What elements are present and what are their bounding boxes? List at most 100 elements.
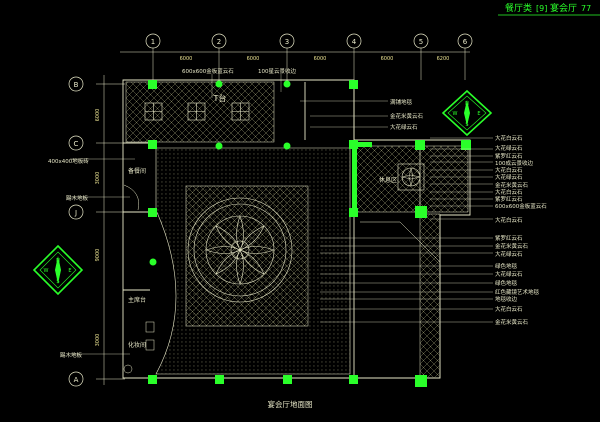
grid-label: 6 — [463, 38, 468, 46]
sink-fixture — [145, 321, 155, 333]
annotation-text: 大花绿云石 — [495, 270, 523, 278]
host-stage-label: 主席台 — [128, 296, 146, 304]
grid-bubble — [413, 33, 429, 49]
header-label-2: [9] — [536, 4, 547, 13]
annotation-text: 踢木地板 — [66, 194, 89, 202]
dimension-text: 6000 — [314, 56, 327, 62]
drawing-caption: 宴会厅地面图 — [268, 399, 313, 409]
rest-area-star — [401, 167, 421, 187]
header-label-4: 77 — [581, 4, 591, 13]
annotation-text: 大花白云石 — [495, 188, 523, 196]
grid-bubble — [457, 33, 473, 49]
compass-rose-icon: N W E S — [441, 89, 493, 137]
annotation-text: 大花绿云石 — [495, 250, 523, 258]
header-label-3: 宴会厅 — [550, 2, 577, 14]
annotation-text: 紫罗红云石 — [495, 234, 523, 242]
annotation-text: 金花米黄云石 — [495, 318, 529, 326]
dimension-text: 6000 — [95, 109, 101, 122]
annotation-text: 满铺地毯 — [390, 98, 413, 106]
structural-columns — [148, 80, 471, 387]
grid-bubble — [346, 33, 362, 49]
grid-bubble — [68, 76, 84, 92]
annotation-text: 踢木地板 — [60, 351, 83, 359]
annotation-text: 红色藏镜艺术地毯 — [495, 288, 540, 296]
grid-axes-left — [96, 75, 125, 385]
annotation-text: 大花白云石 — [495, 305, 523, 313]
compass-label: W — [453, 111, 458, 117]
grid-label: C — [74, 140, 79, 148]
rest-area-medallion — [397, 163, 425, 191]
east-corridor — [419, 213, 441, 379]
annotation-text: 金花米黄云石 — [495, 242, 529, 250]
grid-bubbles-left: B C J A — [68, 76, 84, 387]
compass-label: W — [44, 268, 49, 274]
annotation-text: 大花白云石 — [495, 134, 523, 142]
dimension-text: 3000 — [95, 334, 101, 347]
grid-axes-top — [120, 48, 470, 80]
compass-label: S — [465, 122, 468, 128]
grid-label: 1 — [151, 38, 155, 46]
annotation-text: 紫罗红云石 — [495, 195, 523, 203]
stage-windows — [144, 102, 250, 121]
annotation-text: 400x400地板砖 — [48, 157, 89, 165]
annotation-text: 100星云景收边 — [258, 67, 296, 75]
annotation-text: 金花米黄云石 — [495, 181, 529, 189]
stage-label: T台 — [213, 93, 227, 103]
grid-bubble — [279, 33, 295, 49]
compass-label: E — [477, 111, 480, 117]
dimension-text: 6000 — [247, 56, 260, 62]
corridor-edge — [360, 221, 441, 263]
grid-label: A — [74, 376, 79, 384]
grid-label: 2 — [217, 38, 221, 46]
green-wall-segment — [352, 142, 372, 208]
annotation-text: 金花米黄云石 — [390, 112, 424, 120]
annotation-text: 大花绿云石 — [495, 144, 523, 152]
header-label-1: 餐厅类 — [505, 2, 532, 14]
left-annotations: 400x400地板砖 踢木地板 踢木地板 — [48, 157, 89, 359]
compass-label: N — [465, 101, 469, 107]
grid-bubble — [145, 33, 161, 49]
annotation-text: 地毯收边 — [495, 295, 518, 303]
grid-bubble — [211, 33, 227, 49]
grid-bubbles-top: 1 2 3 4 5 6 — [145, 33, 473, 49]
compass-label: E — [68, 268, 71, 274]
grid-bubble — [68, 371, 84, 387]
grid-label: 4 — [352, 38, 357, 46]
dimensions-left: 6000 3000 9000 3000 — [95, 109, 101, 347]
compass-label: S — [56, 279, 59, 285]
annotation-text: 紫罗红云石 — [495, 152, 523, 160]
stage-hatch-area — [125, 81, 275, 143]
compass-label: N — [56, 258, 60, 264]
sink-fixture — [145, 339, 155, 351]
dimension-text: 3000 — [95, 172, 101, 185]
kitchen-label: 备餐间 — [128, 167, 146, 175]
grid-label: B — [74, 81, 79, 89]
rest-area-label: 休息区 — [379, 176, 397, 184]
annotation-text: 绿色地毯 — [495, 262, 518, 270]
toilet-fixture — [123, 364, 133, 374]
annotation-text: 600x600金板蓝云石 — [495, 202, 547, 210]
top-annotations: 600x600金板蓝云石 100星云景收边 — [182, 67, 296, 75]
dimension-text: 9000 — [95, 249, 101, 262]
dimensions-top: 6000 6000 6000 6000 6200 — [180, 56, 450, 62]
annotation-leaders — [70, 74, 493, 355]
annotation-text: 600x600金板蓝云石 — [182, 67, 234, 75]
grid-label: J — [74, 209, 77, 217]
annotation-text: 100成云景收边 — [495, 159, 533, 167]
dimension-text: 6000 — [381, 56, 394, 62]
right-annotations: 满铺地毯 金花米黄云石 大花绿云石 大花白云石 大花绿云石 紫罗红云石 100成… — [390, 98, 547, 326]
dimension-text: 6000 — [180, 56, 193, 62]
annotation-text: 绿色地毯 — [495, 279, 518, 287]
grid-bubble — [68, 204, 84, 220]
annotation-text: 大花白云石 — [495, 216, 523, 224]
compass-rose-icon: N W E S — [32, 244, 84, 296]
dressing-room-label: 化妆间 — [128, 341, 146, 349]
title-header: 餐厅类 [9] 宴会厅 77 — [498, 2, 600, 16]
floor-medallion — [187, 197, 293, 303]
dimension-text: 6200 — [437, 56, 450, 62]
annotation-text: 大花绿云石 — [390, 123, 418, 131]
annotation-text: 大花绿云石 — [495, 173, 523, 181]
door-swing — [123, 184, 139, 211]
annotation-text: 大花白云石 — [495, 166, 523, 174]
